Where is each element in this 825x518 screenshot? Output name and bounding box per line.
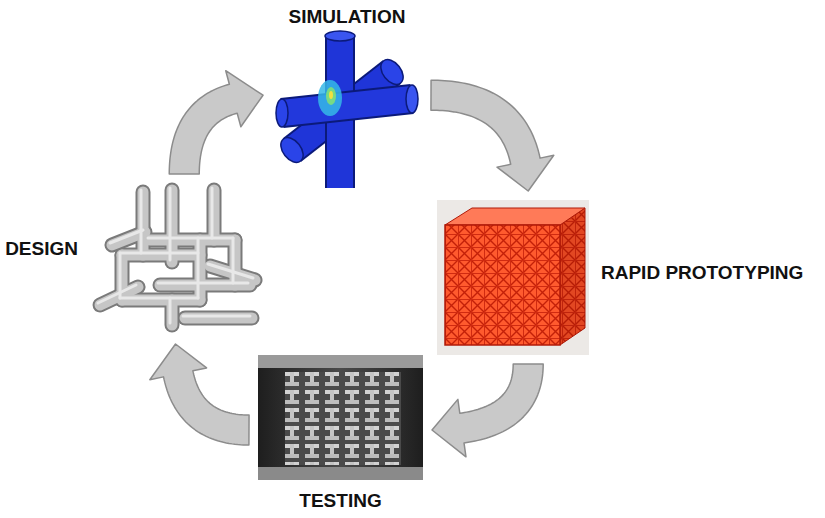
cylinder-end: [406, 85, 418, 113]
cylinder-end: [325, 31, 355, 41]
tube-highlight: [98, 188, 253, 323]
cycle-arrow: [432, 364, 543, 457]
stage-label: TESTING: [299, 490, 381, 512]
press-plate: [258, 467, 423, 480]
cylinder-end: [276, 99, 288, 127]
stage-node: RAPID PROTOTYPING: [437, 200, 589, 355]
stage-label: RAPID PROTOTYPING: [601, 262, 803, 284]
stage-label: DESIGN: [5, 238, 78, 260]
stage-node: TESTING: [258, 355, 423, 480]
test-photo: [258, 355, 423, 480]
lattice-specimen: [285, 372, 401, 465]
stage-node: DESIGN: [88, 183, 263, 335]
cube-front: [445, 225, 560, 345]
cylinder-end: [376, 55, 407, 88]
cube-side: [560, 208, 585, 345]
stage-label: SIMULATION: [289, 6, 406, 28]
prototype-cube: [437, 200, 589, 355]
cylinder-outline: [282, 99, 412, 113]
stress-zone: [326, 87, 336, 105]
design-lattice: [98, 188, 255, 325]
stage-node: SIMULATION: [272, 32, 422, 190]
cube-shade: [560, 208, 585, 345]
cylinder: [282, 99, 412, 113]
stress-peak: [329, 91, 333, 99]
cycle-arrow: [169, 71, 263, 174]
cube-top: [445, 208, 585, 225]
stress-zone: [318, 80, 342, 116]
photo-ground: [437, 200, 589, 355]
cycle-arrow: [150, 344, 249, 445]
simulation-joint: [276, 31, 418, 188]
photo-ground: [258, 355, 423, 480]
cycle-arrow: [431, 80, 554, 191]
press-plate: [258, 355, 423, 368]
cylinder-end: [276, 133, 307, 166]
